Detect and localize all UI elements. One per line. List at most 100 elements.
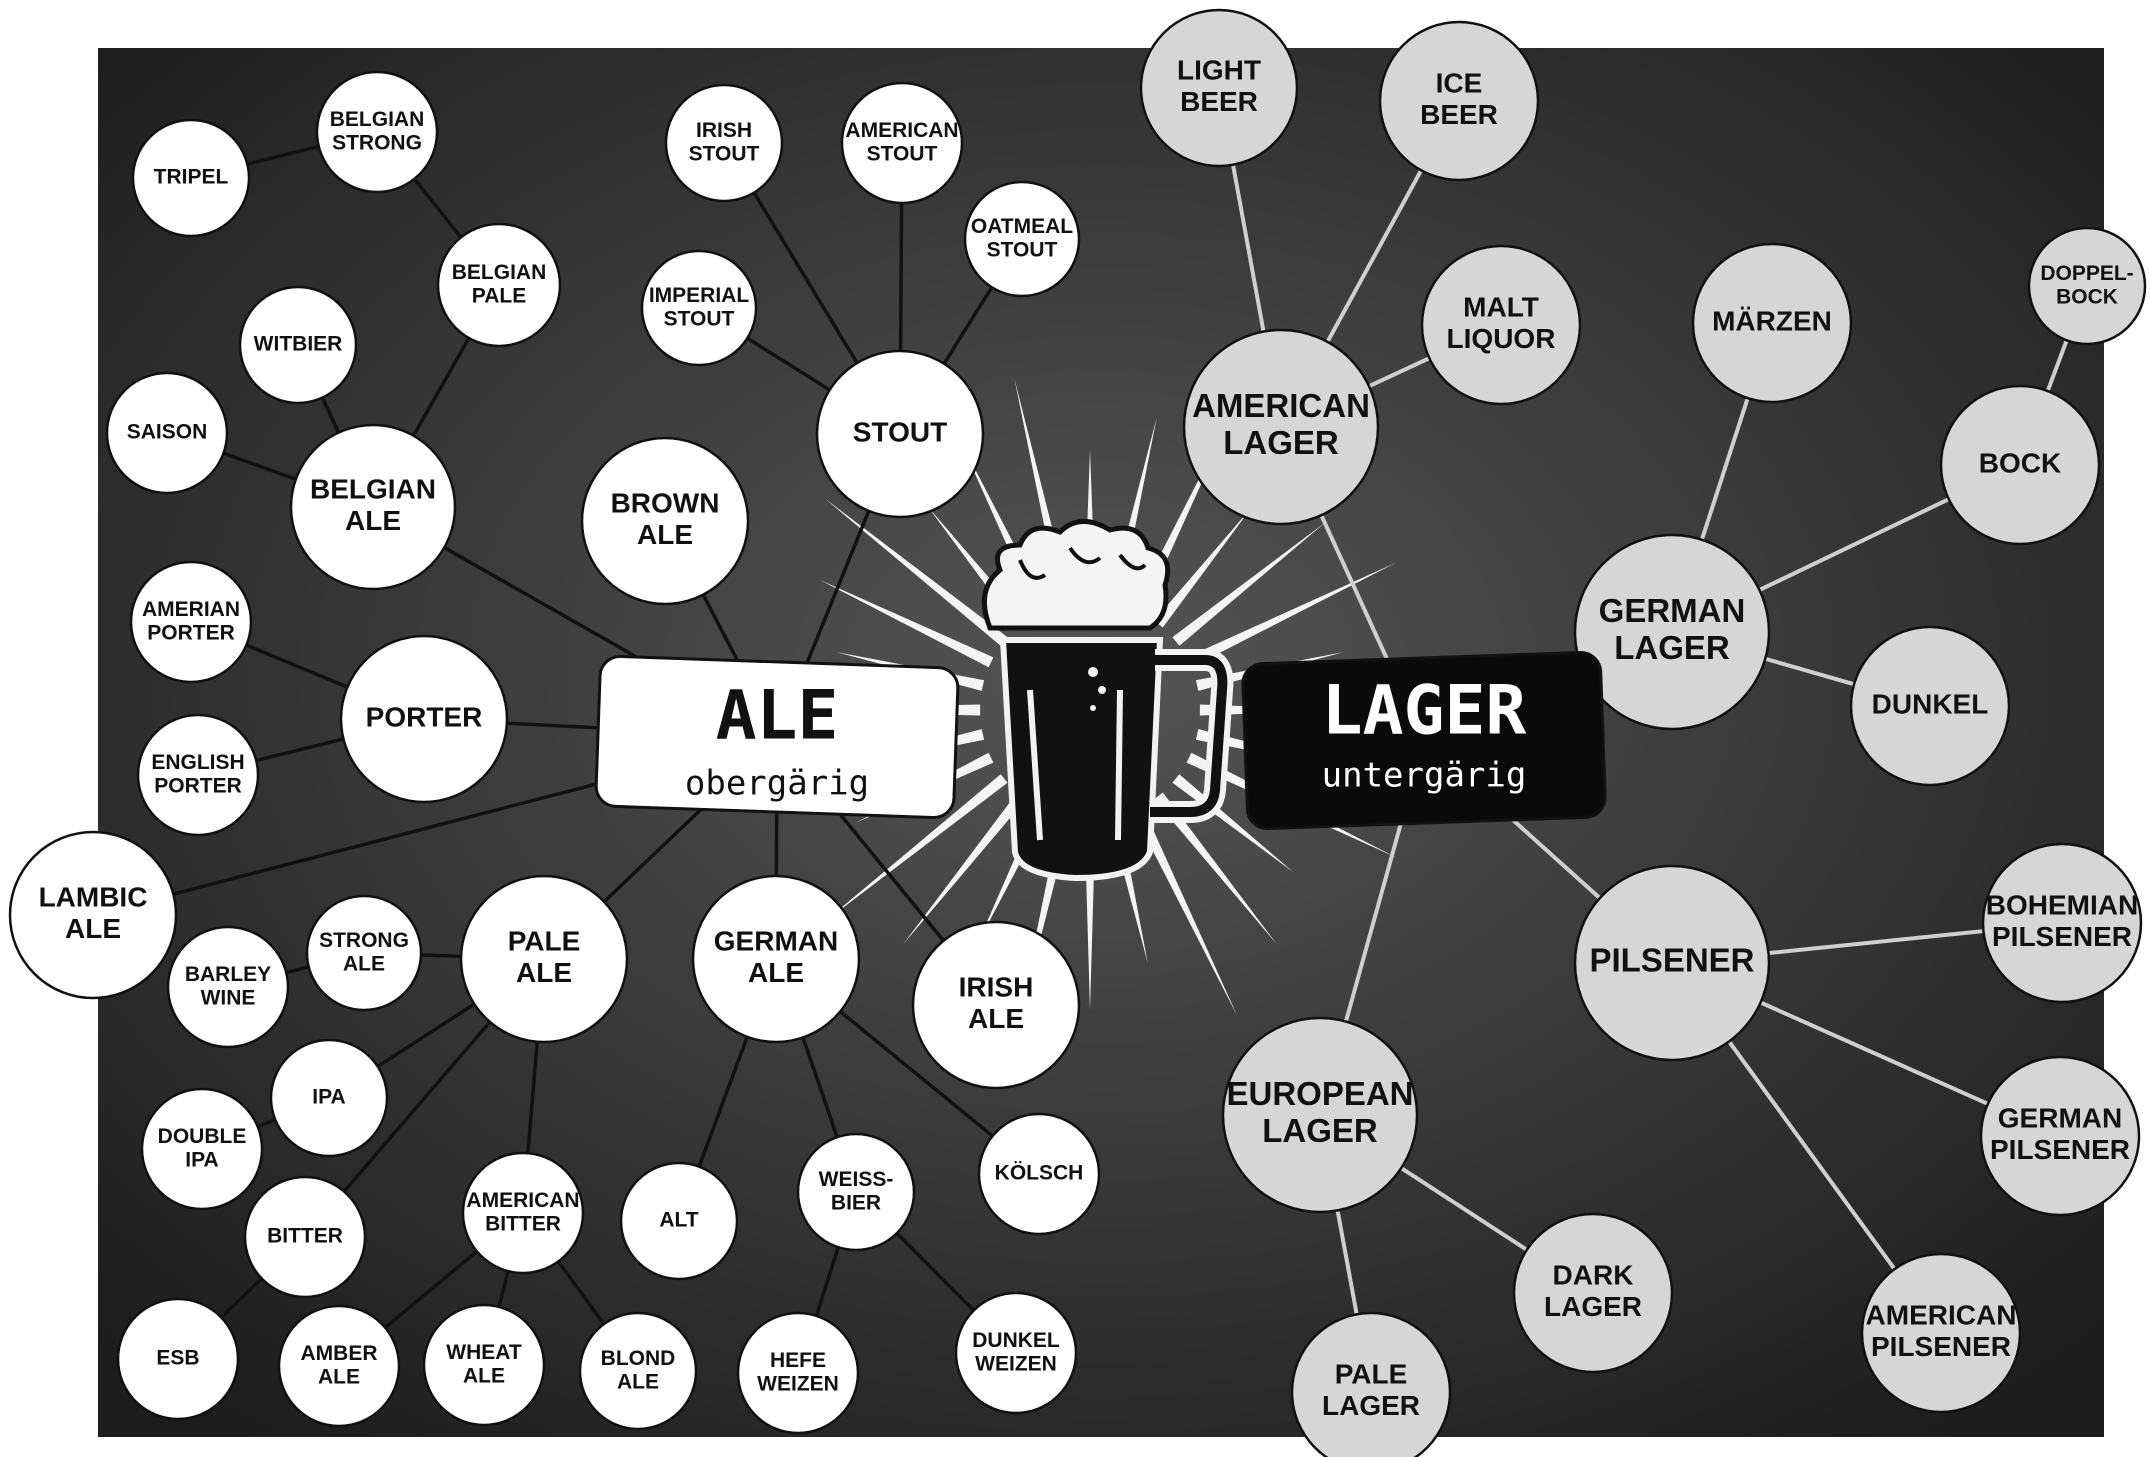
node-porter: PORTER [341,636,507,802]
node-label: BITTER [267,1225,343,1248]
node-bock: BOCK [1941,386,2099,544]
node-label: BOCK [1979,447,2061,478]
ale-hub-title: ALE [716,677,839,756]
node-label: LAGER [1614,629,1730,666]
node-label: DUNKEL [972,1329,1060,1352]
node-malt-liquor: MALTLIQUOR [1422,246,1580,404]
node-brown-ale: BROWNALE [582,438,748,604]
node-dunkelweizen: DUNKELWEIZEN [956,1293,1076,1413]
node-label: BELGIAN [310,474,436,505]
node-label: OATMEAL [971,215,1073,238]
node-label: DOPPEL- [2040,262,2133,285]
ale-hub-subtitle: obergärig [685,764,869,804]
node-label: PILSENER [1990,1134,2130,1165]
node-label: ALE [516,957,572,988]
node-label: STOUT [853,416,947,447]
node-label: AMERICAN [1192,387,1370,424]
node-label: WITBIER [254,333,343,356]
node-label: WEISS- [819,1168,894,1191]
node-label: PALE [472,284,526,307]
node-label: BEER [1180,86,1258,117]
node-american-bitter: AMERICANBITTER [463,1153,583,1273]
node-label: PILSENER [1992,921,2132,952]
lager-hub: LAGER untergärig [1242,652,1606,829]
ale-hub: ALE obergärig [595,656,958,818]
node-marzen: MÄRZEN [1693,244,1851,402]
node-label: PORTER [366,701,483,732]
node-alt: ALT [621,1163,737,1279]
node-label: ALE [637,519,693,550]
node-label: LAGER [1262,1112,1378,1149]
node-label: GERMAN [1599,592,1746,629]
node-label: ALE [318,1365,360,1388]
node-label: BARLEY [185,963,271,986]
node-american-stout: AMERICANSTOUT [842,83,962,203]
node-label: ESB [156,1347,199,1370]
node-label: LAGER [1223,424,1339,461]
node-label: WEIZEN [757,1372,839,1395]
node-pale-ale: PALEALE [461,876,627,1042]
node-label: ALE [748,957,804,988]
node-label: ALE [617,1370,659,1393]
node-label: LIGHT [1177,55,1261,86]
lager-hub-subtitle: untergärig [1322,756,1527,796]
node-label: DOUBLE [158,1125,247,1148]
node-light-beer: LIGHTBEER [1141,10,1297,166]
node-label: PORTER [154,774,242,797]
node-label: AMERIAN [142,598,240,621]
node-label: ALE [463,1364,505,1387]
node-stout: STOUT [817,351,983,517]
node-label: AMBER [301,1342,378,1365]
node-label: IRISH [959,972,1034,1003]
node-ipa: IPA [271,1040,387,1156]
node-label: WHEAT [446,1341,522,1364]
node-label: MÄRZEN [1712,305,1832,336]
node-kolsch: KÖLSCH [979,1114,1099,1234]
node-label: PILSENER [1871,1331,2011,1362]
node-label: BROWN [611,488,720,519]
node-label: BEER [1420,99,1498,130]
node-label: KÖLSCH [995,1162,1084,1185]
node-label: PORTER [147,621,235,644]
node-label: ALE [65,913,121,944]
node-label: TRIPEL [154,166,229,189]
node-label: ALE [343,952,385,975]
node-label: LAGER [1322,1390,1420,1421]
node-label: ENGLISH [151,751,244,774]
node-weissbier: WEISS-BIER [798,1134,914,1250]
node-label: AMERICAN [466,1189,579,1212]
node-label: ALE [345,505,401,536]
node-label: PILSENER [1589,942,1754,979]
node-label: DUNKEL [1872,688,1989,719]
node-label: GERMAN [714,926,838,957]
node-irish-stout: IRISHSTOUT [666,85,782,201]
node-label: BLOND [601,1347,676,1370]
node-label: WINE [201,986,256,1009]
node-esb: ESB [118,1299,238,1419]
node-label: MALT [1463,292,1539,323]
node-label: BOCK [2056,285,2118,308]
node-label: BELGIAN [452,261,547,284]
node-pilsener: PILSENER [1575,866,1769,1060]
node-doppelbock: DOPPEL-BOCK [2029,228,2145,344]
node-label: BELGIAN [330,108,425,131]
lager-hub-title: LAGER [1322,672,1527,751]
node-label: DARK [1553,1260,1634,1291]
node-label: WEIZEN [975,1352,1057,1375]
